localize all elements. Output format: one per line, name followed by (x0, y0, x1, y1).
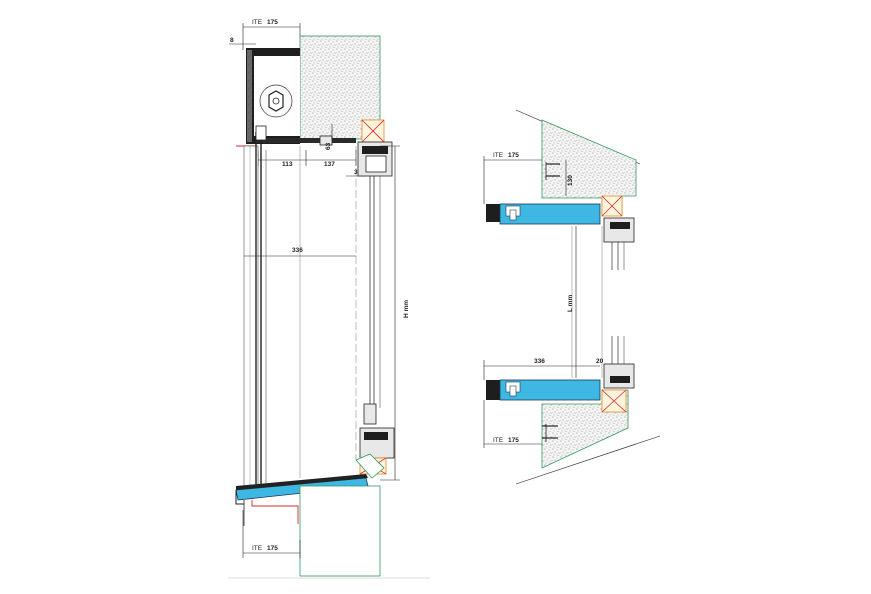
dim-130-label: 130 (567, 175, 574, 186)
h-mm-label: H mm (403, 300, 410, 318)
dim-ite-top: ITE 175 (242, 19, 301, 50)
frame-upper-right (601, 195, 635, 270)
ite-label-right-bottom: ITE (493, 437, 504, 444)
dim-8-label: 8 (230, 37, 234, 44)
dim-336-label-right: 336 (534, 358, 545, 365)
dim-8: 8 (229, 37, 256, 45)
dim-336-left: 336 (292, 247, 303, 254)
wall-lower (299, 485, 381, 577)
ite-label-top: ITE (252, 19, 263, 26)
dim-336-label-left: 336 (292, 247, 303, 254)
ite-value-right-bottom: 175 (508, 437, 519, 444)
dim-336-right: 336 20 (483, 358, 604, 380)
vertical-section: ITE 175 8 113 137 (228, 19, 430, 579)
horizontal-section: L mm 130 ITE 175 336 20 ITE (483, 109, 661, 485)
l-mm-label: L mm (567, 295, 574, 312)
ite-value-top: 175 (267, 19, 278, 26)
ite-value-bottom: 175 (267, 545, 278, 552)
dim-ite-right-top: ITE 175 (483, 152, 542, 204)
profile-lower-right (486, 379, 601, 401)
dim-113-label: 113 (282, 161, 293, 168)
dim-63-label: 63 (325, 142, 332, 150)
frame-lower-right (601, 336, 635, 413)
dim-h-mm: H mm (380, 145, 410, 481)
window-frame-top (357, 119, 393, 408)
dim-137-label: 137 (324, 161, 335, 168)
dim-ite-right-bottom: ITE 175 (483, 400, 558, 448)
ite-label-right-top: ITE (493, 152, 504, 159)
lintel-plate (256, 138, 356, 143)
window-frame-bottom (355, 403, 395, 479)
dim-l-mm: L mm (567, 226, 577, 378)
profile-upper-right (486, 203, 601, 225)
shutter-curtain (243, 125, 356, 487)
dim-130: 130 (545, 160, 574, 196)
dim-20-label: 20 (596, 358, 604, 365)
shutter-box (246, 48, 300, 144)
ite-label-bottom: ITE (252, 545, 263, 552)
dim-ite-bottom: ITE 175 (242, 510, 301, 558)
ite-value-right-top: 175 (508, 152, 519, 159)
